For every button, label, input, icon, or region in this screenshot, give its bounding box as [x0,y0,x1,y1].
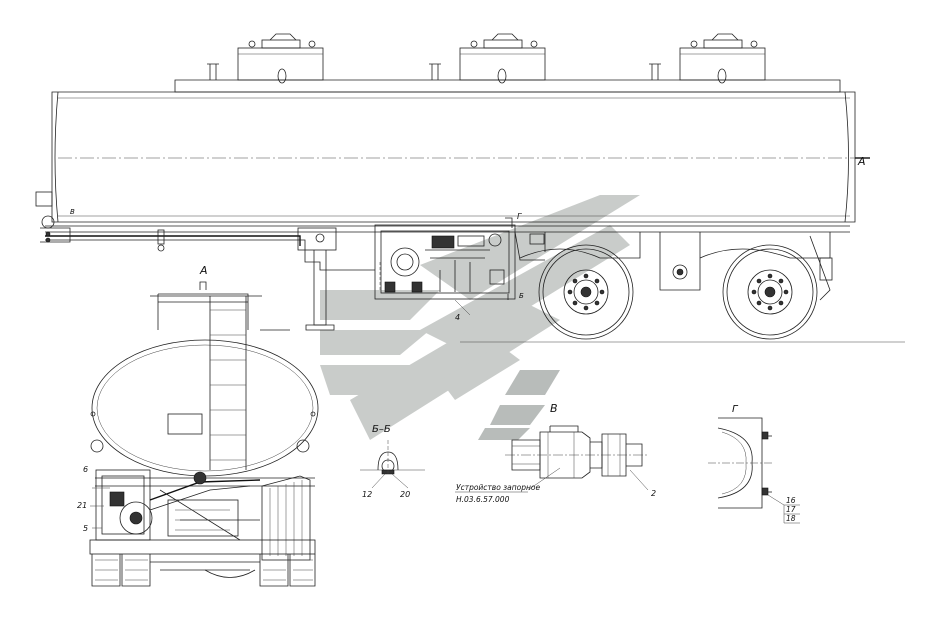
label-pos-20: 20 [400,490,410,499]
label-view-a-side: А [199,264,208,277]
label-device-code: Н.03.6.57.000 [456,495,510,504]
label-pos-18: 18 [786,514,796,523]
label-view-v-top: В [70,208,75,216]
view-g [708,417,800,524]
label-pos-4: 4 [455,313,460,322]
watermark-logo [320,195,640,440]
rear-axles [460,231,905,343]
view-v-device [455,425,649,493]
label-device-name: Устройство запорное [456,483,541,492]
rear-view-a [89,281,319,587]
label-section-b-top: Б [519,292,524,300]
pump-module [374,224,516,300]
manhole-2 [459,33,546,84]
manhole-1 [237,33,324,84]
label-pos-12: 12 [362,490,372,499]
label-view-g: Г [732,404,739,415]
label-pos-21: 21 [77,501,87,510]
label-pos-5: 5 [83,524,88,533]
label-pos-16: 16 [786,496,796,505]
label-view-v: В [550,402,558,415]
manhole-3 [679,33,766,84]
label-pos-2: 2 [651,489,656,498]
side-view [35,33,905,343]
label-pos-17: 17 [786,505,796,514]
label-view-a-top: А [857,155,866,168]
section-bb [360,440,425,489]
label-pos-6: 6 [83,465,88,474]
label-view-g-top: Г [517,212,522,221]
label-section-bb: Б–Б [372,424,391,435]
